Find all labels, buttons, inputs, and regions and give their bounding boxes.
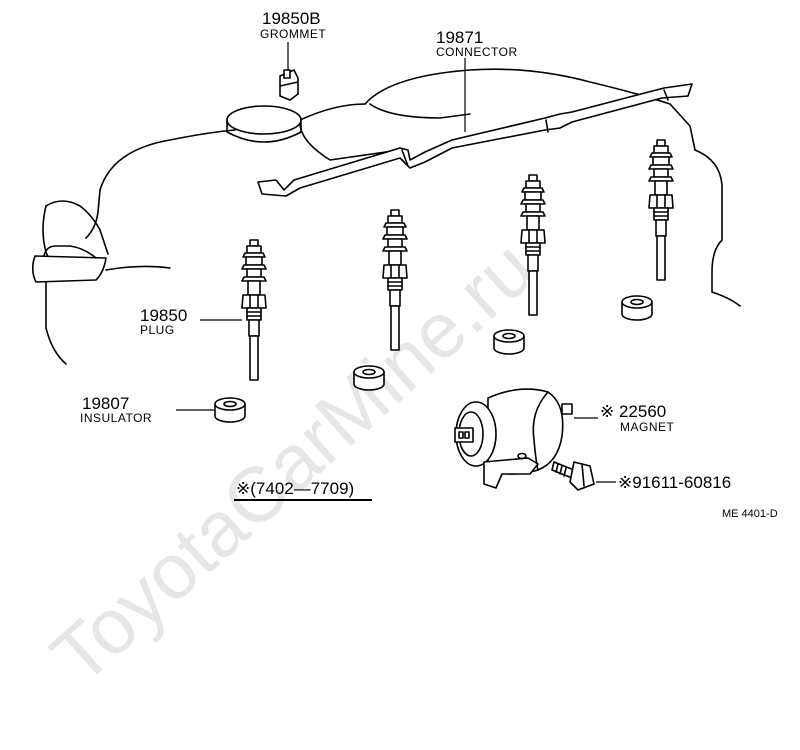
engine-outline: [31, 68, 741, 365]
grommet-label: GROMMET: [260, 27, 326, 41]
insulator-washer: [353, 365, 385, 391]
insulator-washer: [214, 397, 246, 423]
insulator-label: INSULATOR: [80, 411, 152, 425]
connector-part: [257, 83, 693, 197]
magnet-label: MAGNET: [620, 420, 675, 434]
insulator-part-number: 19807: [82, 394, 129, 413]
grommet-part-number: 19850B: [262, 9, 321, 28]
magnet-part: [454, 388, 573, 489]
bolt-part-number: ※91611-60816: [618, 473, 731, 492]
insulator-washer: [493, 329, 525, 355]
insulator-washer: [621, 295, 653, 321]
plug-part-number: 19850: [140, 306, 187, 325]
applicability-note: ※(7402—7709): [236, 479, 354, 498]
connector-label: CONNECTOR: [436, 45, 518, 59]
glow-plug: [648, 139, 674, 281]
glow-plug: [241, 239, 267, 381]
bolt-part: [551, 461, 595, 491]
leader-lines: [176, 42, 616, 483]
grommet-part: [279, 69, 299, 101]
magnet-part-number: ※ 22560: [600, 402, 666, 421]
plug-label: PLUG: [140, 323, 175, 337]
drawing-code: ME 4401-D: [722, 508, 778, 520]
connector-part-number: 19871: [436, 28, 483, 47]
